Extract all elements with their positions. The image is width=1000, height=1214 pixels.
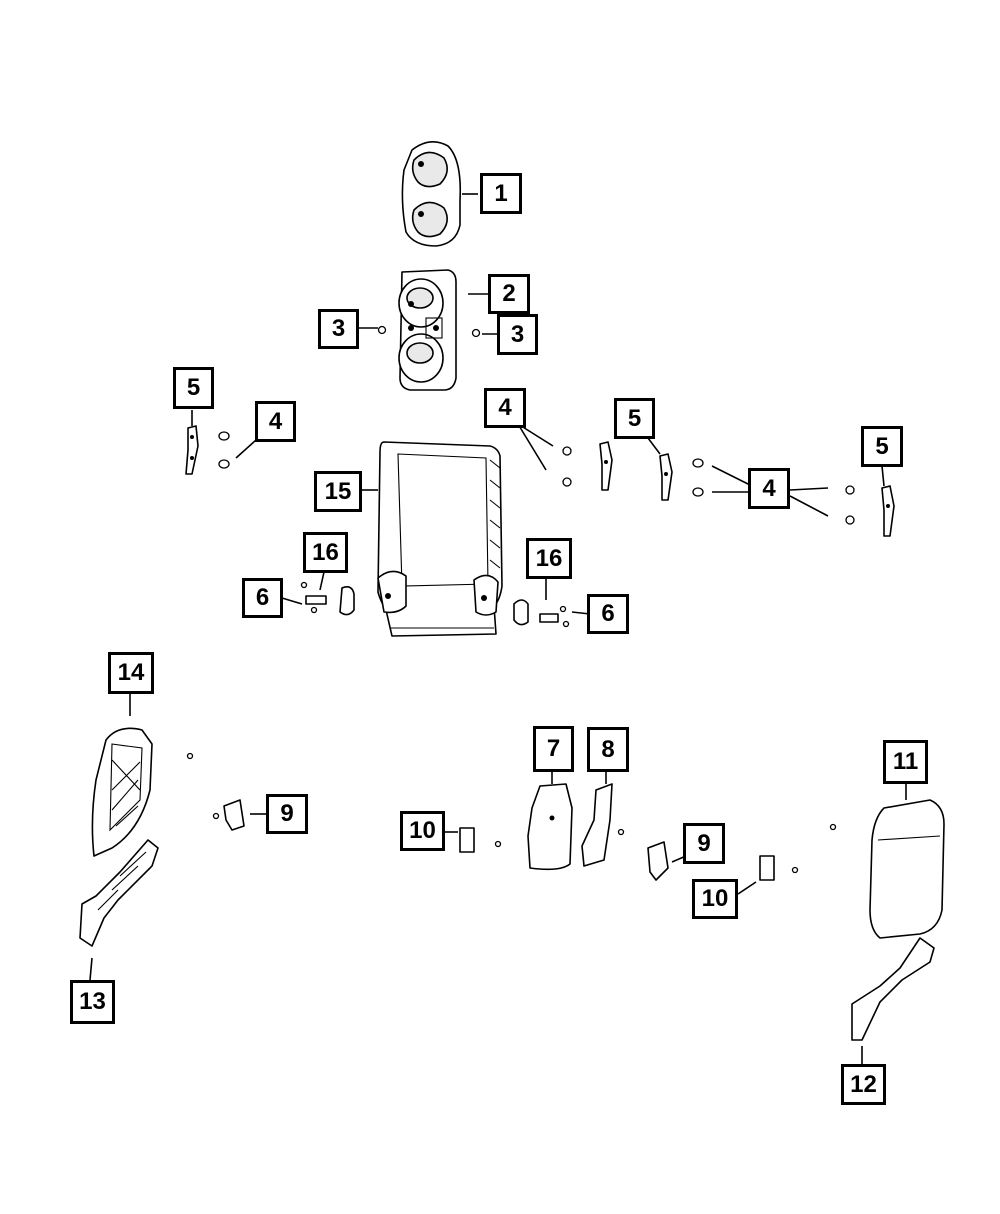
part-1-bezel: [401, 141, 462, 247]
callout-11: 11: [883, 740, 928, 784]
callout-6: 6: [587, 594, 629, 634]
leader-lines: [89, 193, 907, 1064]
callout-14: 14: [108, 652, 154, 694]
callout-16: 16: [303, 532, 348, 573]
callout-10: 10: [400, 811, 445, 851]
callout-4: 4: [484, 388, 526, 428]
part-12-lower-trim: [851, 937, 935, 1041]
callout-9: 9: [683, 823, 725, 864]
part-9-cover-right: [647, 841, 669, 881]
callout-4: 4: [255, 401, 296, 442]
part-3-nuts: [377, 325, 481, 338]
callout-1: 1: [480, 173, 522, 214]
part-14-side-shield: [91, 727, 153, 857]
part-4-clips: [218, 431, 855, 525]
callout-3: 3: [497, 314, 538, 355]
callout-3: 3: [318, 309, 359, 349]
part-7-cover: [527, 783, 573, 871]
part-2-guide-assembly: [398, 269, 457, 391]
callout-4: 4: [748, 468, 790, 509]
part-16-pivot-right: [513, 599, 570, 628]
part-10-clips: [459, 827, 799, 881]
callout-12: 12: [841, 1064, 886, 1105]
callout-9: 9: [266, 794, 308, 834]
callout-10: 10: [692, 879, 738, 919]
callout-15: 15: [314, 471, 362, 512]
part-5-bracket-left: [185, 425, 199, 475]
part-15-seatback-frame: [377, 441, 503, 637]
part-13-lower-trim: [79, 839, 159, 947]
part-8-cover: [581, 783, 625, 867]
part-16-pivot-left: [300, 581, 355, 616]
callout-5: 5: [861, 426, 903, 467]
callout-13: 13: [70, 980, 115, 1024]
callout-8: 8: [587, 727, 629, 772]
callout-7: 7: [533, 726, 574, 772]
callout-2: 2: [488, 274, 530, 314]
callout-5: 5: [614, 398, 655, 439]
callout-6: 6: [242, 578, 283, 618]
part-11-side-shield: [829, 799, 945, 939]
callout-16: 16: [526, 538, 572, 579]
part-5-bracket-middle: [599, 441, 673, 501]
part-5-bracket-right: [881, 485, 895, 537]
part-9-cover-left: [186, 752, 245, 831]
callout-5: 5: [173, 367, 214, 409]
